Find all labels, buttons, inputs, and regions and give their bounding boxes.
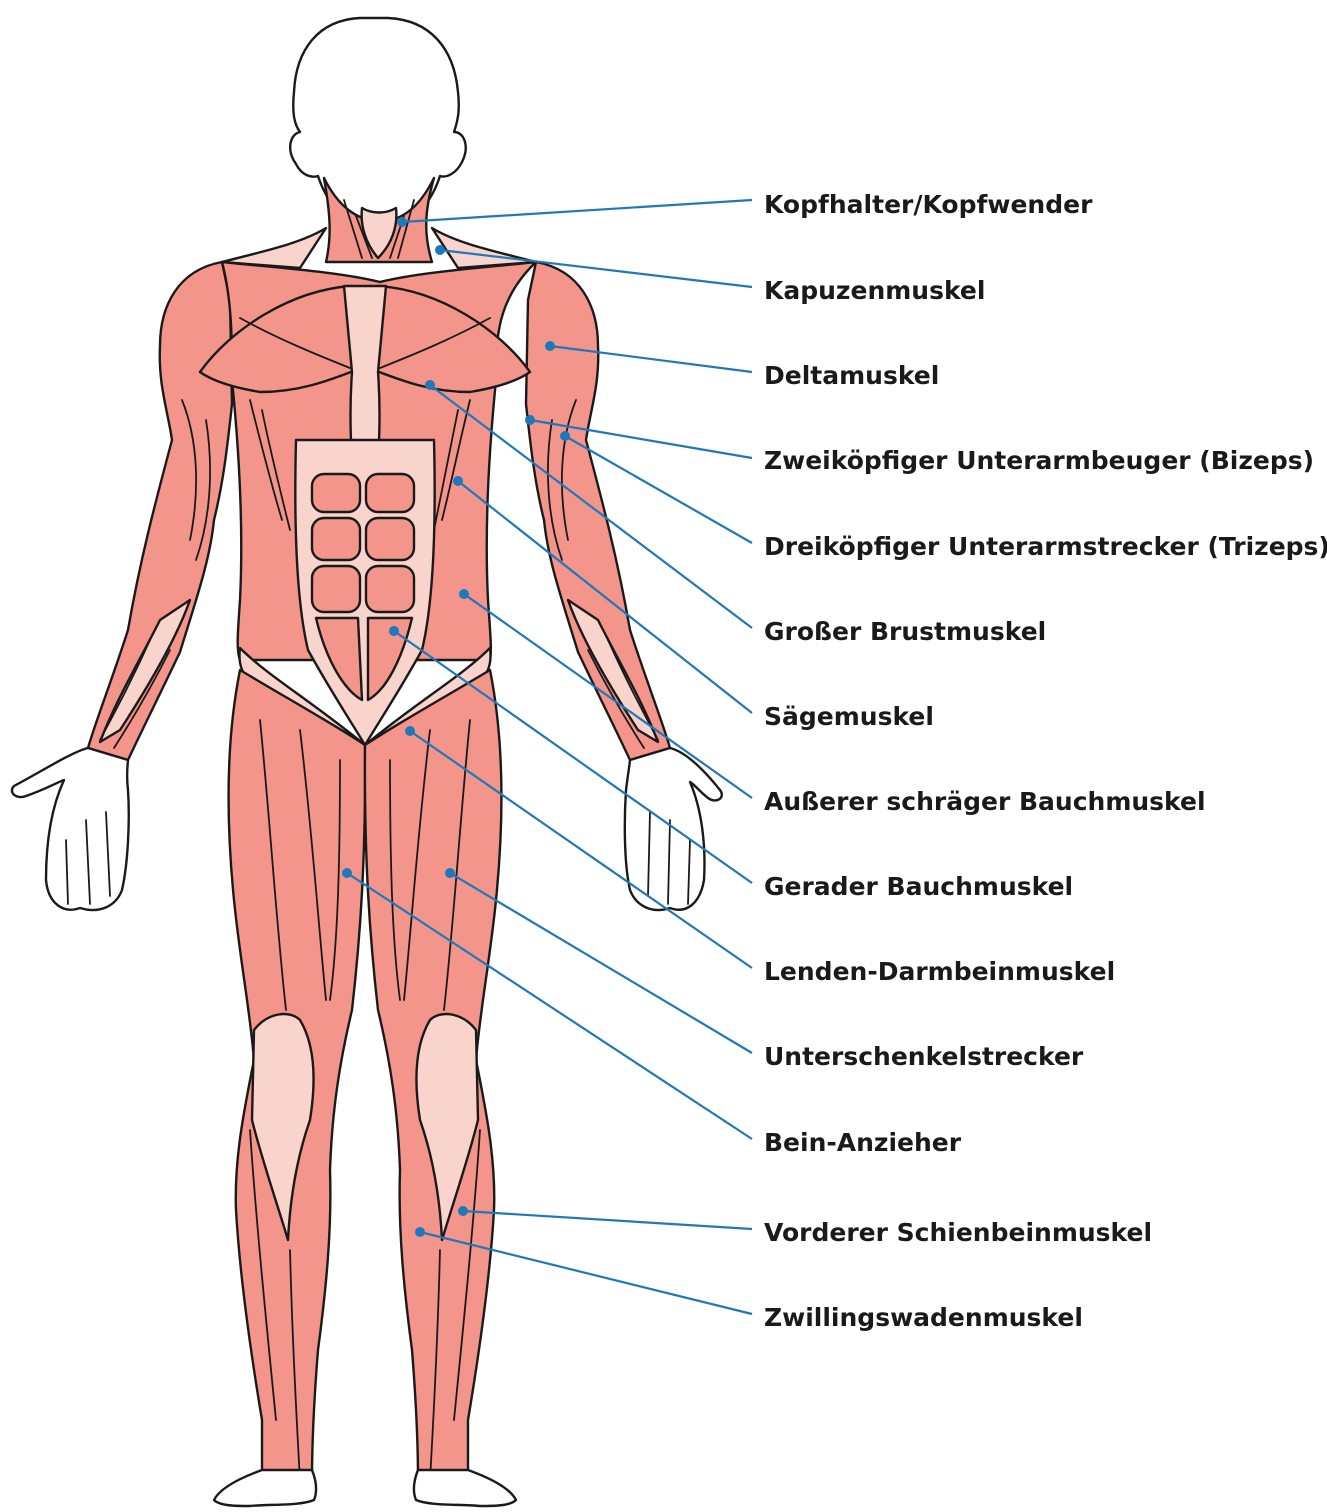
dot-deltamuskel: [545, 341, 555, 351]
leader-unterschenkelstrecker: [450, 873, 752, 1053]
dot-bein-anzieher: [342, 868, 352, 878]
label-bein-anzieher: Bein-Anzieher: [764, 1128, 962, 1157]
dot-trizeps: [560, 431, 570, 441]
label-deltamuskel: Deltamuskel: [764, 361, 939, 390]
label-schraeger-bauchmuskel: Außerer schräger Bauchmuskel: [764, 787, 1206, 816]
dot-lenden-darmbeinmuskel: [405, 726, 415, 736]
left-foot: [214, 1470, 316, 1506]
label-trizeps: Dreiköpfiger Unterarmstrecker (Trizeps): [764, 532, 1327, 561]
human-body-figure: [12, 18, 722, 1506]
dot-schraeger-bauchmuskel: [459, 589, 469, 599]
label-brustmuskel: Großer Brustmuskel: [764, 617, 1046, 646]
label-gerader-bauchmuskel: Gerader Bauchmuskel: [764, 872, 1073, 901]
dot-brustmuskel: [425, 380, 435, 390]
dot-schienbeinmuskel: [458, 1206, 468, 1216]
label-bizeps: Zweiköpfiger Unterarmbeuger (Bizeps): [764, 446, 1314, 475]
dot-bizeps: [525, 415, 535, 425]
label-kopfhalter: Kopfhalter/Kopfwender: [764, 190, 1093, 219]
dot-gerader-bauchmuskel: [389, 626, 399, 636]
dot-kopfhalter: [397, 217, 407, 227]
left-hand: [12, 748, 129, 910]
dot-unterschenkelstrecker: [445, 868, 455, 878]
trapezius: [222, 228, 326, 268]
label-lenden-darmbeinmuskel: Lenden-Darmbeinmuskel: [764, 957, 1115, 986]
right-foot: [414, 1470, 516, 1506]
label-saegemuskel: Sägemuskel: [764, 702, 934, 731]
leader-kopfhalter: [402, 200, 752, 222]
leader-schienbeinmuskel: [463, 1211, 752, 1229]
label-unterschenkelstrecker: Unterschenkelstrecker: [764, 1042, 1084, 1071]
muscle-labels: Kopfhalter/Kopfwender Kapuzenmuskel Delt…: [764, 190, 1327, 1332]
dot-kapuzenmuskel: [435, 245, 445, 255]
label-wadenmuskel: Zwillingswadenmuskel: [764, 1303, 1083, 1332]
dot-saegemuskel: [453, 476, 463, 486]
left-arm: [88, 262, 232, 760]
dot-wadenmuskel: [415, 1227, 425, 1237]
label-kapuzenmuskel: Kapuzenmuskel: [764, 276, 985, 305]
head: [290, 18, 465, 218]
right-hand: [625, 748, 722, 910]
label-schienbeinmuskel: Vorderer Schienbeinmuskel: [764, 1218, 1152, 1247]
